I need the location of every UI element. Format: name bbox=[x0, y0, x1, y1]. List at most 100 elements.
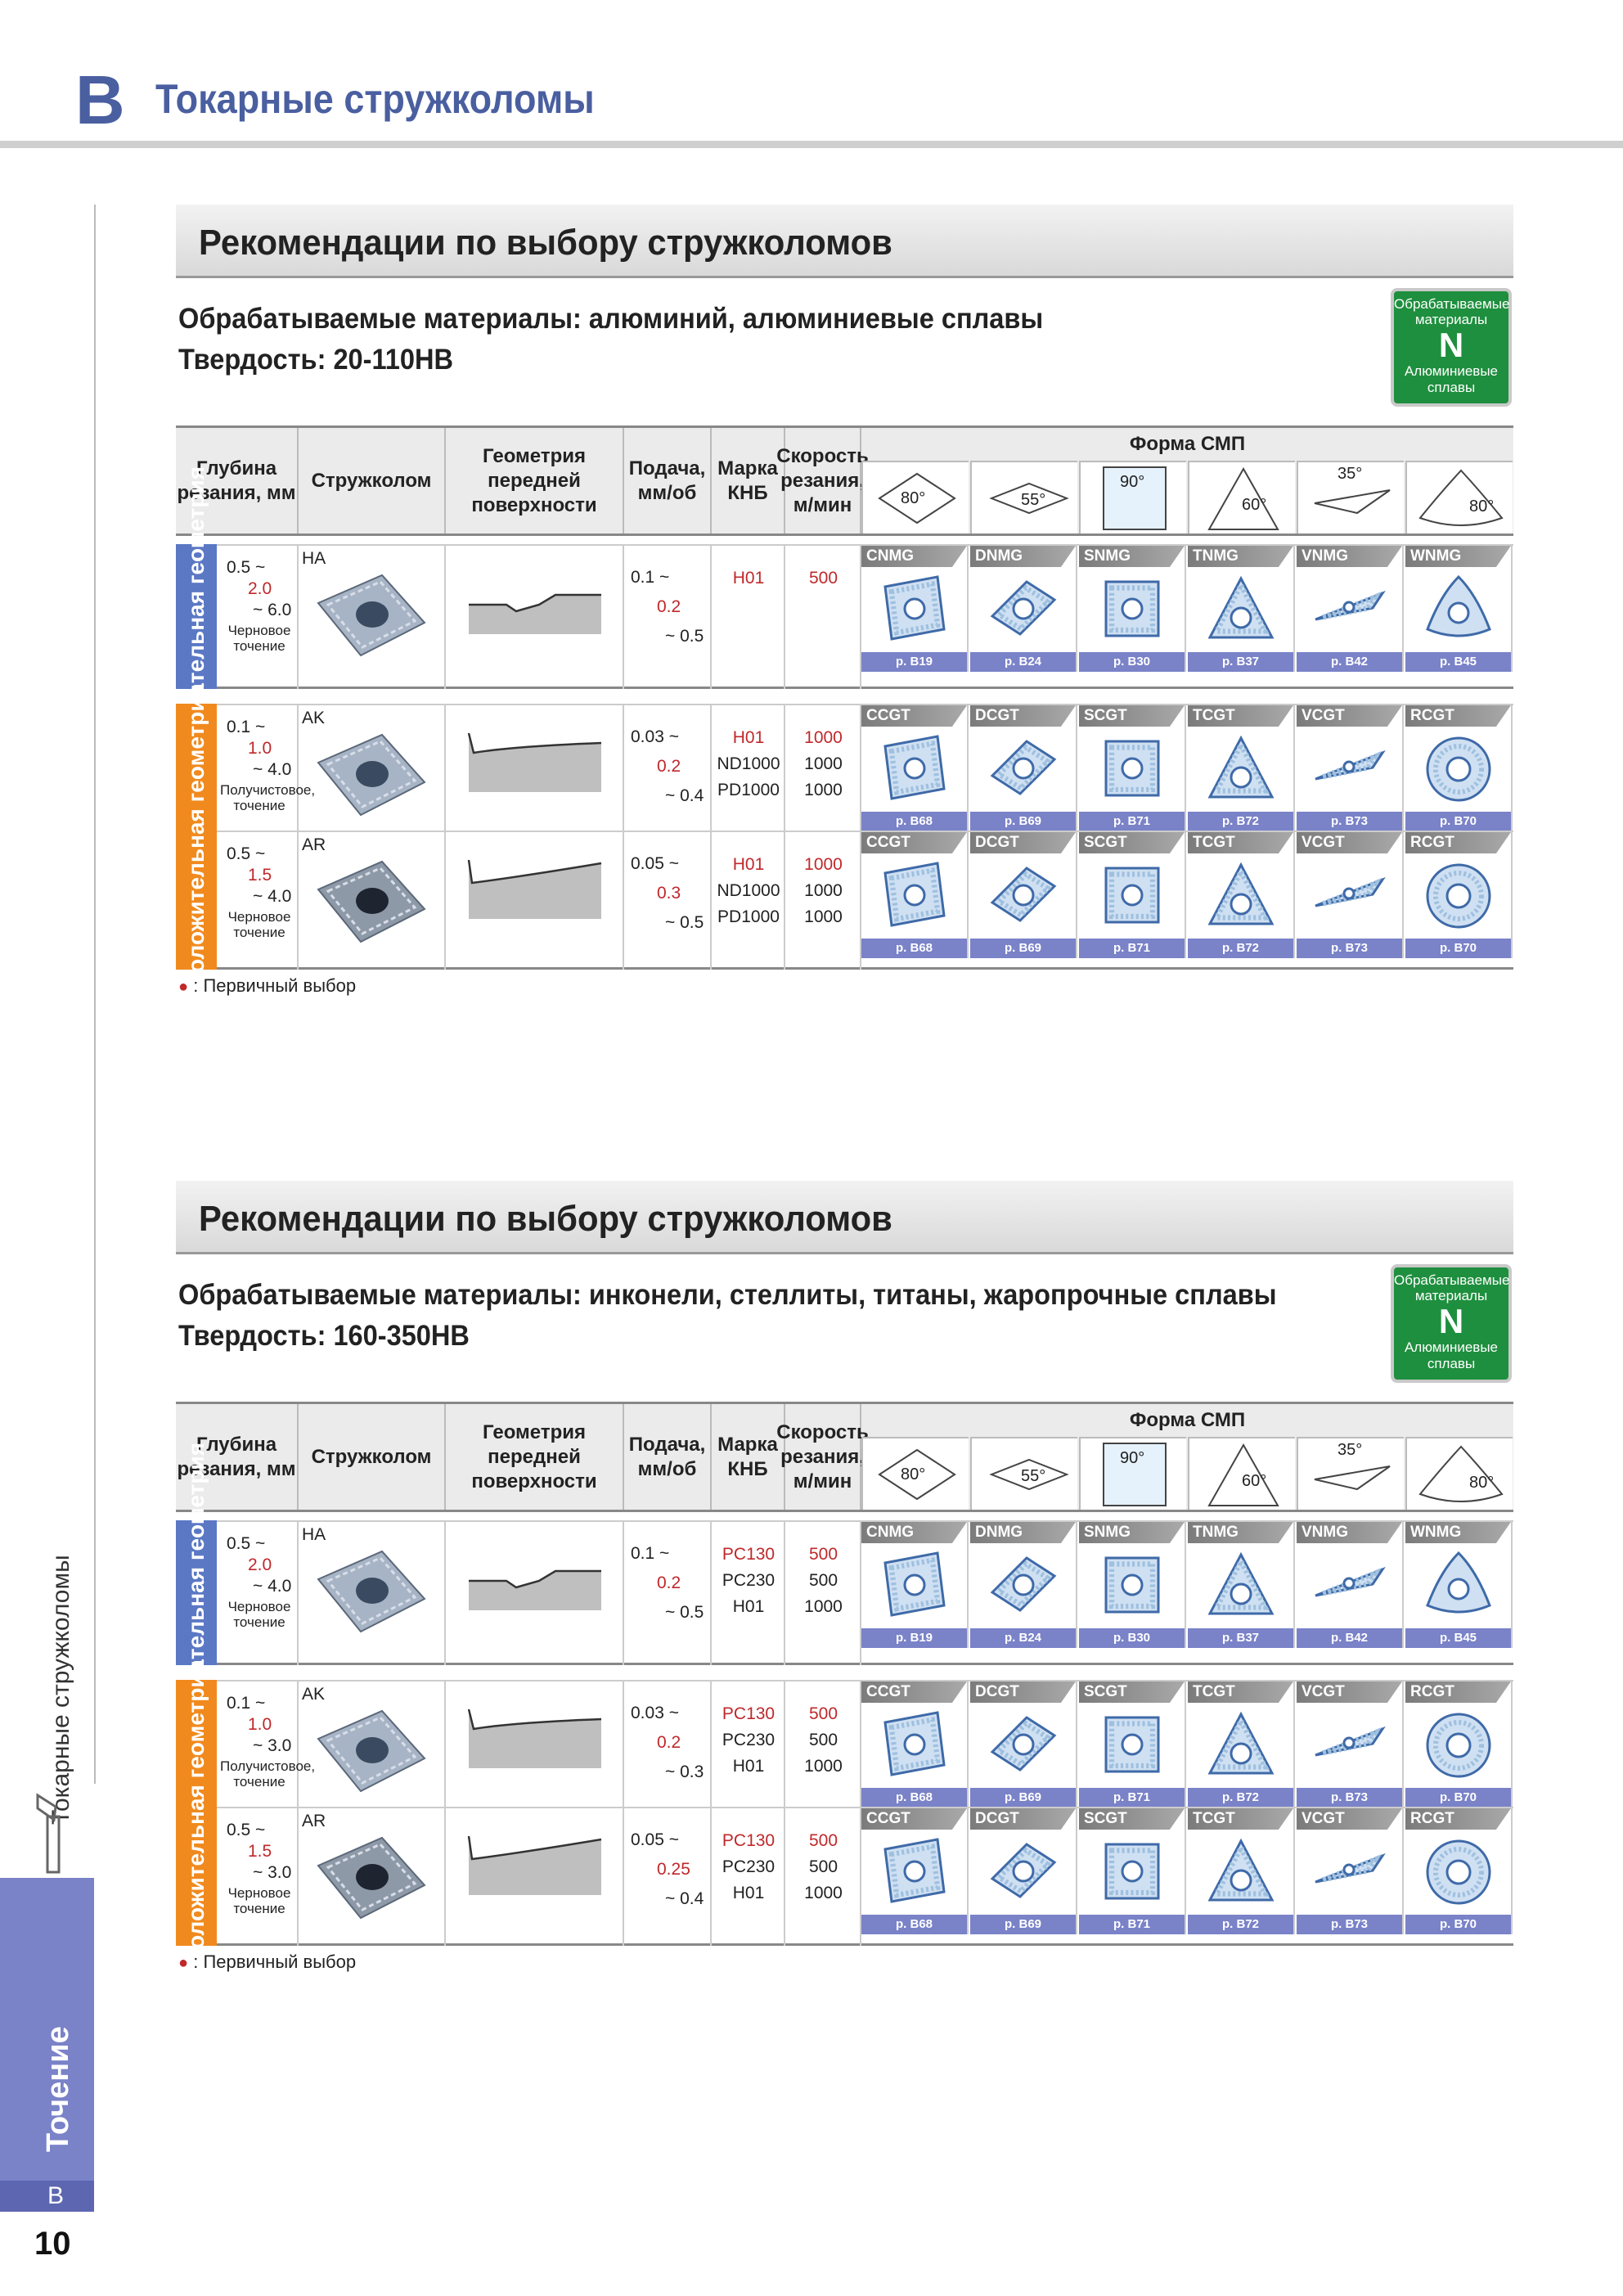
side-tab-turning[interactable] bbox=[0, 1878, 94, 2181]
insert-shape-scgt[interactable]: SCGT p. B71 bbox=[1079, 1808, 1186, 1934]
page-reference-link[interactable]: p. B69 bbox=[970, 1788, 1076, 1808]
page-reference-link[interactable]: p. B19 bbox=[861, 1628, 967, 1648]
feed-to: ~ 0.5 bbox=[665, 1603, 704, 1622]
page-reference-link[interactable]: p. B73 bbox=[1297, 1788, 1402, 1808]
insert-shape-scgt[interactable]: SCGT p. B71 bbox=[1079, 705, 1186, 831]
depth-from: 0.1 ~ bbox=[227, 1694, 266, 1713]
depth-from: 0.5 ~ bbox=[227, 1534, 266, 1553]
page-reference-link[interactable]: p. B73 bbox=[1297, 812, 1402, 831]
insert-shape-rcgt[interactable]: RCGT p. B70 bbox=[1405, 1681, 1513, 1808]
insert-shape-tnmg[interactable]: TNMG p. B37 bbox=[1188, 1522, 1295, 1648]
page-reference-link[interactable]: p. B37 bbox=[1188, 652, 1293, 672]
page-reference-link[interactable]: p. B69 bbox=[970, 812, 1076, 831]
page-reference-link[interactable]: p. B73 bbox=[1297, 1915, 1402, 1934]
page-reference-link[interactable]: p. B69 bbox=[970, 939, 1076, 958]
geometry-cell bbox=[446, 832, 624, 970]
insert-shape-ccgt[interactable]: CCGT p. B68 bbox=[861, 1808, 969, 1934]
insert-shape-scgt[interactable]: SCGT p. B71 bbox=[1079, 832, 1186, 958]
page-reference-link[interactable]: p. B72 bbox=[1188, 1915, 1293, 1934]
page-reference-link[interactable]: p. B24 bbox=[970, 652, 1076, 672]
page-reference-link[interactable]: p. B70 bbox=[1405, 812, 1511, 831]
shape-code: TNMG bbox=[1188, 546, 1293, 567]
insert-shape-tcgt[interactable]: TCGT p. B72 bbox=[1188, 705, 1295, 831]
insert-shape-vcgt[interactable]: VCGT p. B73 bbox=[1297, 1681, 1404, 1808]
insert-dcgt-icon bbox=[970, 1703, 1076, 1788]
insert-shape-ccgt[interactable]: CCGT p. B68 bbox=[861, 705, 969, 831]
insert-shape-tcgt[interactable]: TCGT p. B72 bbox=[1188, 1681, 1295, 1808]
page-reference-link[interactable]: p. B71 bbox=[1079, 1788, 1185, 1808]
page-reference-link[interactable]: p. B68 bbox=[861, 1788, 967, 1808]
page-reference-link[interactable]: p. B71 bbox=[1079, 939, 1185, 958]
insert-tcgt-icon bbox=[1188, 727, 1293, 812]
insert-shape-dnmg[interactable]: DNMG p. B24 bbox=[970, 546, 1077, 672]
insert-shape-dcgt[interactable]: DCGT p. B69 bbox=[970, 1808, 1077, 1934]
page-reference-link[interactable]: p. B72 bbox=[1188, 1788, 1293, 1808]
page-reference-link[interactable]: p. B37 bbox=[1188, 1628, 1293, 1648]
insert-outline-icon: 55° bbox=[989, 1458, 1069, 1491]
rake-profile-icon bbox=[465, 1831, 605, 1901]
angle-label: 80° bbox=[1469, 1474, 1494, 1492]
primary-dot-icon: ● bbox=[178, 978, 189, 996]
page-reference-link[interactable]: p. B45 bbox=[1405, 652, 1511, 672]
insert-shape-tcgt[interactable]: TCGT p. B72 bbox=[1188, 1808, 1295, 1934]
angle-label: 55° bbox=[1021, 1467, 1045, 1485]
insert-shape-vnmg[interactable]: VNMG p. B42 bbox=[1297, 546, 1404, 672]
insert-shape-dnmg[interactable]: DNMG p. B24 bbox=[970, 1522, 1077, 1648]
page-reference-link[interactable]: p. B68 bbox=[861, 1915, 967, 1934]
insert-shape-wnmg[interactable]: WNMG p. B45 bbox=[1405, 546, 1513, 672]
insert-shape-snmg[interactable]: SNMG p. B30 bbox=[1079, 1522, 1186, 1648]
insert-shape-rcgt[interactable]: RCGT p. B70 bbox=[1405, 832, 1513, 958]
page-reference-link[interactable]: p. B70 bbox=[1405, 939, 1511, 958]
speed-value: 500 bbox=[808, 1545, 838, 1564]
page-reference-link[interactable]: p. B69 bbox=[970, 1915, 1076, 1934]
insert-shape-vcgt[interactable]: VCGT p. B73 bbox=[1297, 832, 1404, 958]
page-reference-link[interactable]: p. B42 bbox=[1297, 652, 1402, 672]
grade-cell: H01 bbox=[712, 546, 785, 689]
page-reference-link[interactable]: p. B72 bbox=[1188, 812, 1293, 831]
depth-to: ~ 3.0 bbox=[253, 1736, 292, 1755]
page-reference-link[interactable]: p. B72 bbox=[1188, 939, 1293, 958]
page-reference-link[interactable]: p. B71 bbox=[1079, 812, 1185, 831]
insert-shape-wnmg[interactable]: WNMG p. B45 bbox=[1405, 1522, 1513, 1648]
insert-ccgt-icon bbox=[861, 1830, 967, 1915]
insert-shape-ccgt[interactable]: CCGT p. B68 bbox=[861, 1681, 969, 1808]
insert-tcgt-icon bbox=[1188, 853, 1293, 939]
insert-shape-scgt[interactable]: SCGT p. B71 bbox=[1079, 1681, 1186, 1808]
page-reference-link[interactable]: p. B70 bbox=[1405, 1915, 1511, 1934]
insert-shape-cnmg[interactable]: CNMG p. B19 bbox=[861, 546, 969, 672]
insert-shape-vcgt[interactable]: VCGT p. B73 bbox=[1297, 1808, 1404, 1934]
insert-shape-vcgt[interactable]: VCGT p. B73 bbox=[1297, 705, 1404, 831]
insert-shape-dcgt[interactable]: DCGT p. B69 bbox=[970, 1681, 1077, 1808]
insert-shape-tcgt[interactable]: TCGT p. B72 bbox=[1188, 832, 1295, 958]
page-reference-link[interactable]: p. B71 bbox=[1079, 1915, 1185, 1934]
insert-ccgt-icon bbox=[861, 727, 967, 812]
breaker-cell: AR bbox=[299, 1808, 446, 1946]
page-reference-link[interactable]: p. B30 bbox=[1079, 1628, 1185, 1648]
insert-shape-tnmg[interactable]: TNMG p. B37 bbox=[1188, 546, 1295, 672]
insert-shape-vnmg[interactable]: VNMG p. B42 bbox=[1297, 1522, 1404, 1648]
insert-shape-rcgt[interactable]: RCGT p. B70 bbox=[1405, 1808, 1513, 1934]
page-reference-link[interactable]: p. B70 bbox=[1405, 1788, 1511, 1808]
page-reference-link[interactable]: p. B45 bbox=[1405, 1628, 1511, 1648]
insert-shape-rcgt[interactable]: RCGT p. B70 bbox=[1405, 705, 1513, 831]
page-reference-link[interactable]: p. B19 bbox=[861, 652, 967, 672]
rake-profile-icon bbox=[465, 587, 605, 640]
insert-shape-dcgt[interactable]: DCGT p. B69 bbox=[970, 705, 1077, 831]
page-reference-link[interactable]: p. B68 bbox=[861, 939, 967, 958]
insert-shape-snmg[interactable]: SNMG p. B30 bbox=[1079, 546, 1186, 672]
shape-code: CCGT bbox=[861, 1681, 967, 1703]
insert-shape-dcgt[interactable]: DCGT p. B69 bbox=[970, 832, 1077, 958]
page-reference-link[interactable]: p. B68 bbox=[861, 812, 967, 831]
angle-label: 55° bbox=[1021, 491, 1045, 509]
badge-bottom: Алюминиевые сплавы bbox=[1404, 1339, 1499, 1371]
header-breaker: Стружколом bbox=[299, 1404, 446, 1510]
insert-shape-ccgt[interactable]: CCGT p. B68 bbox=[861, 832, 969, 958]
page-reference-link[interactable]: p. B24 bbox=[970, 1628, 1076, 1648]
page-reference-link[interactable]: p. B73 bbox=[1297, 939, 1402, 958]
page-reference-link[interactable]: p. B42 bbox=[1297, 1628, 1402, 1648]
insert-shape-cnmg[interactable]: CNMG p. B19 bbox=[861, 1522, 969, 1648]
page-reference-link[interactable]: p. B30 bbox=[1079, 652, 1185, 672]
shape-code: SCGT bbox=[1079, 1808, 1185, 1830]
